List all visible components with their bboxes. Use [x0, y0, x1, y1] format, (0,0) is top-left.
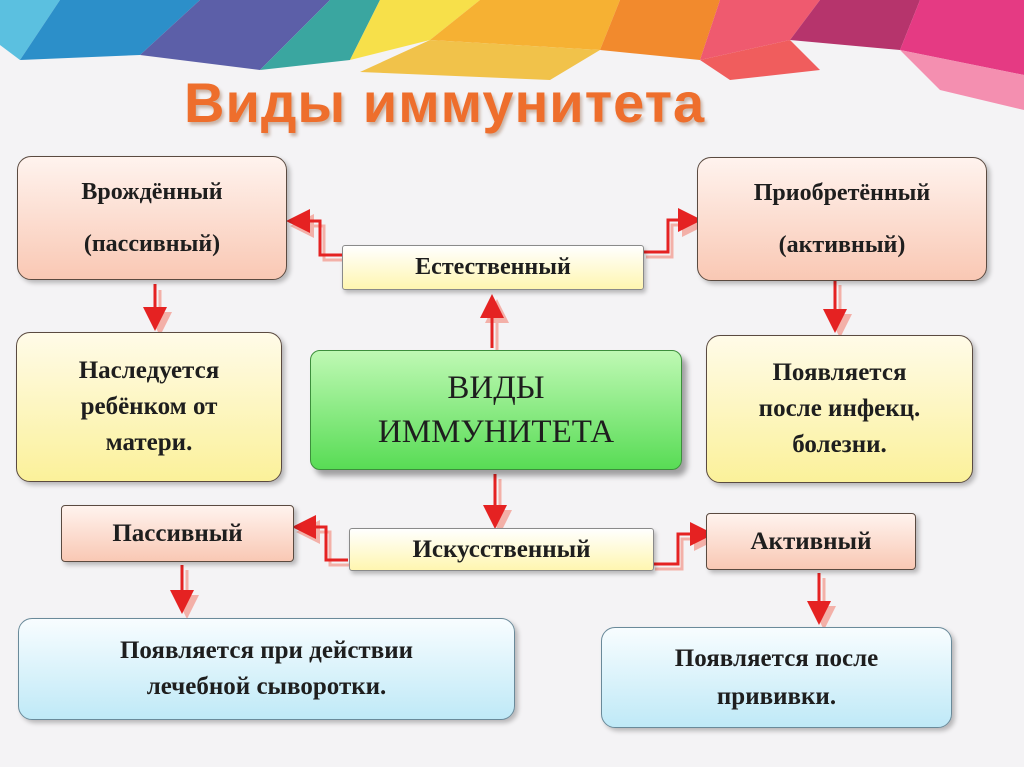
bg-shard [360, 40, 600, 80]
bg-shard [20, 0, 200, 60]
bg-shard [0, 0, 60, 60]
center-title-line: ВИДЫ [447, 370, 545, 406]
center-box: ВИДЫ ИММУНИТЕТА [310, 350, 682, 470]
bg-shard [700, 0, 820, 60]
bg-shard [900, 50, 1024, 110]
passive-desc-line: лечебной сыворотки. [146, 673, 387, 700]
bg-shard [350, 0, 480, 60]
acquired-desc-line: Появляется [772, 359, 907, 386]
acquired-sublabel: (активный) [778, 232, 906, 258]
innate-desc-line: Наследуется [78, 357, 220, 384]
natural-box: Естественный [342, 245, 644, 290]
bg-shard [260, 0, 380, 70]
acquired-box: Приобретённый (активный) [697, 157, 987, 281]
passive-desc-box: Появляется при действии лечебной сыворот… [18, 618, 515, 720]
innate-box: Врождённый (пассивный) [17, 156, 287, 280]
active-desc-line: прививки. [716, 682, 837, 710]
passive-box: Пассивный [61, 505, 294, 562]
innate-desc-box: Наследуется ребёнком от матери. [16, 332, 282, 482]
passive-label: Пассивный [112, 519, 243, 547]
page-title: Виды иммунитета [184, 71, 706, 134]
bg-shard [790, 0, 920, 50]
active-desc-line: Появляется после [674, 644, 879, 672]
active-label: Активный [750, 527, 872, 555]
bg-shard [430, 0, 620, 50]
natural-label: Естественный [415, 254, 571, 280]
bg-shard [700, 40, 820, 80]
innate-desc-line: матери. [105, 429, 193, 456]
passive-desc-line: Появляется при действии [119, 637, 414, 664]
acquired-label: Приобретённый [753, 180, 931, 206]
acquired-desc-line: после инфекц. [758, 395, 921, 422]
bg-shard [140, 0, 330, 70]
artificial-label: Искусственный [412, 535, 591, 563]
innate-sublabel: (пассивный) [83, 231, 221, 257]
active-desc-box: Появляется после прививки. [601, 627, 952, 728]
acquired-desc-line: болезни. [792, 431, 887, 458]
acquired-desc-box: Появляется после инфекц. болезни. [706, 335, 973, 483]
innate-label: Врождённый [81, 179, 223, 205]
innate-desc-line: ребёнком от [80, 393, 218, 420]
active-box: Активный [706, 513, 916, 570]
artificial-box: Искусственный [349, 528, 654, 571]
bg-shard [600, 0, 720, 60]
center-title-line: ИММУНИТЕТА [377, 414, 615, 450]
